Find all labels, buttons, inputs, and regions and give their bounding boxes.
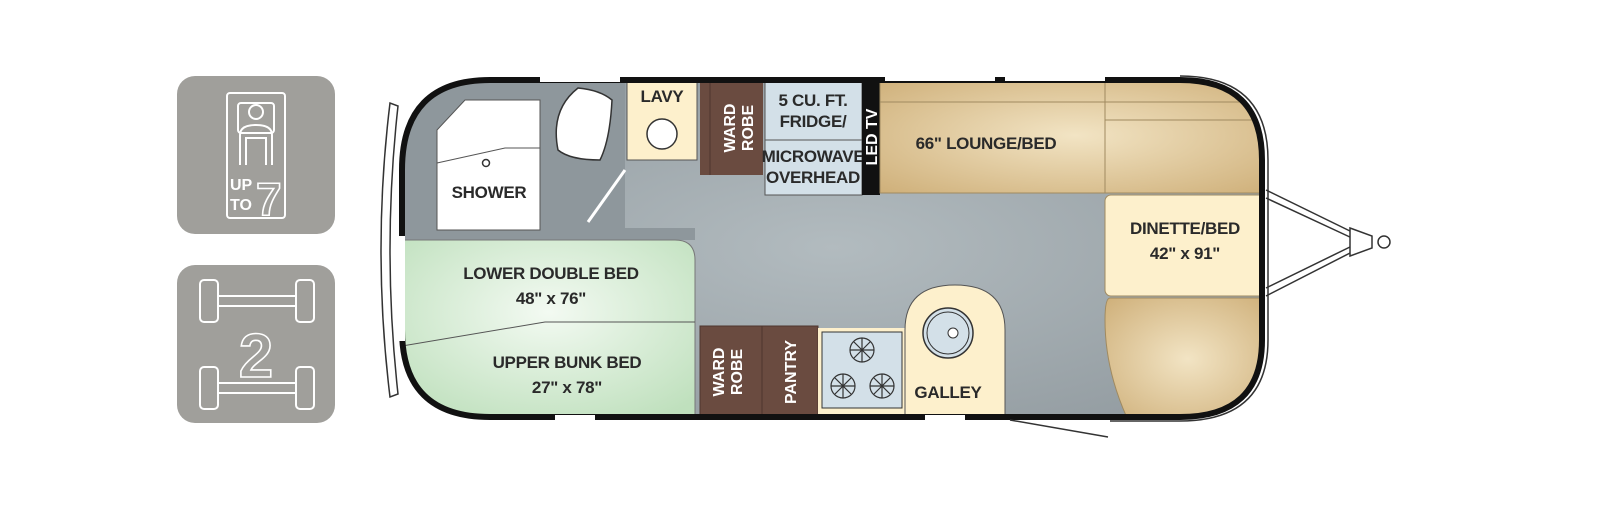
axle-icon	[199, 279, 315, 410]
upper-bed-size: 27" x 78"	[532, 378, 602, 397]
sink-icon	[646, 118, 678, 150]
wardrobe-bottom	[699, 325, 763, 417]
microwave-label-2: OVERHEAD	[766, 168, 860, 187]
shower-label: SHOWER	[452, 183, 527, 202]
fridge	[764, 81, 863, 141]
wardrobe-bottom-label-2: ROBE	[729, 349, 746, 396]
dinette-label: DINETTE/BED	[1130, 219, 1240, 238]
lower-bed-size: 48" x 76"	[516, 289, 586, 308]
hitch	[1265, 189, 1391, 297]
fridge-label-2: FRIDGE/	[780, 112, 847, 131]
microwave	[764, 139, 863, 196]
toilet-icon	[555, 87, 613, 161]
upper-bed-label: UPPER BUNK BED	[493, 353, 642, 372]
fridge-label-1: 5 CU. FT.	[778, 91, 847, 110]
wardrobe-bottom-label-1: WARD	[711, 348, 728, 397]
lounge-label: 66" LOUNGE/BED	[916, 134, 1057, 153]
bunk-beds	[402, 239, 696, 417]
bath-door	[586, 169, 627, 223]
sleeps-count: 7	[256, 173, 282, 225]
entry-door	[1009, 419, 1109, 438]
lounge-bed	[879, 80, 1262, 194]
windows	[399, 76, 1105, 420]
led-tv	[862, 80, 880, 195]
dinette-size: 42" x 91"	[1150, 244, 1220, 263]
burner-icon	[830, 337, 895, 399]
galley-label: GALLEY	[914, 383, 982, 402]
lower-bed-label: LOWER DOUBLE BED	[463, 264, 639, 283]
dinette-bed	[1104, 194, 1262, 297]
lavy-label: LAVY	[641, 87, 685, 106]
sleeps-label-to: TO	[230, 197, 252, 214]
axle-count: 2	[239, 322, 273, 391]
sleeping-person-icon	[226, 92, 286, 219]
led-tv-label: LED TV	[864, 108, 881, 165]
trailer-shell	[399, 77, 1265, 420]
rear-bumper	[380, 101, 399, 399]
pantry-label: PANTRY	[783, 340, 800, 404]
wardrobe-top-label-1: WARD	[722, 104, 739, 153]
wardrobe-top-label-2: ROBE	[740, 105, 757, 152]
sleeps-badge: UP TO 7	[177, 76, 335, 234]
axles-badge: 2	[177, 265, 335, 423]
microwave-label-1: MICROWAVE	[762, 147, 865, 166]
sleeps-label-up: UP	[230, 177, 253, 194]
shower-drain-icon	[481, 158, 491, 168]
